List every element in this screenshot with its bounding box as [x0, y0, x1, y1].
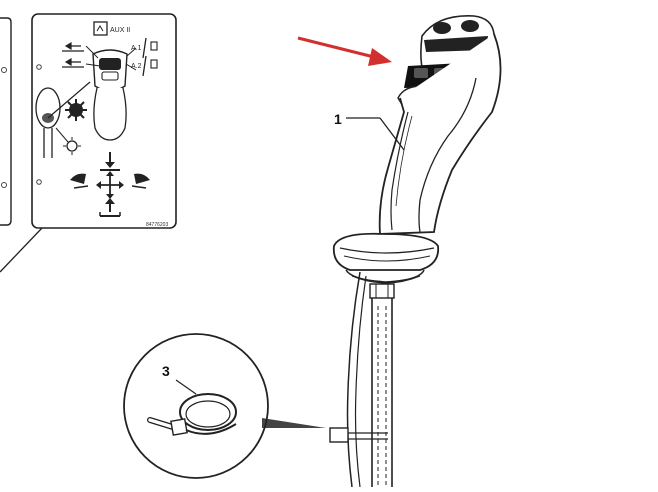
sun-icon — [55, 127, 81, 155]
bucket-curl-icon — [70, 173, 150, 189]
decal-leader-line — [0, 227, 43, 273]
red-pointer-arrow — [297, 36, 392, 66]
a2-indicator-icon — [150, 59, 158, 69]
boom-lower-icon — [100, 152, 120, 171]
decal-joystick-head-icon — [85, 45, 137, 92]
a1-indicator-icon — [150, 41, 158, 51]
a2-label: A.2 — [131, 63, 142, 70]
aux-label: AUX II — [110, 27, 130, 34]
callout-1: 1 — [334, 111, 405, 151]
left-panel-edge — [0, 17, 12, 226]
move-cross-icon — [96, 171, 124, 199]
decal-handle-icon — [93, 87, 127, 141]
joystick-handle — [332, 15, 502, 488]
gear-icon — [65, 99, 87, 121]
cable-tie-detail: 3 — [123, 333, 326, 479]
a1-label: A.1 — [131, 45, 142, 52]
aux-button-icon — [93, 21, 108, 36]
callout-1-number: 1 — [334, 111, 342, 127]
callout-3-number: 3 — [162, 363, 170, 379]
control-decal: AUX II A.1 A.2 — [31, 13, 177, 229]
boom-raise-icon — [99, 198, 121, 217]
decal-lever-icon — [35, 81, 91, 158]
decal-part-number: 84776203 — [146, 222, 168, 228]
decal-left-arrows-icon — [62, 41, 84, 68]
cable-tie-on-shaft — [329, 427, 388, 443]
